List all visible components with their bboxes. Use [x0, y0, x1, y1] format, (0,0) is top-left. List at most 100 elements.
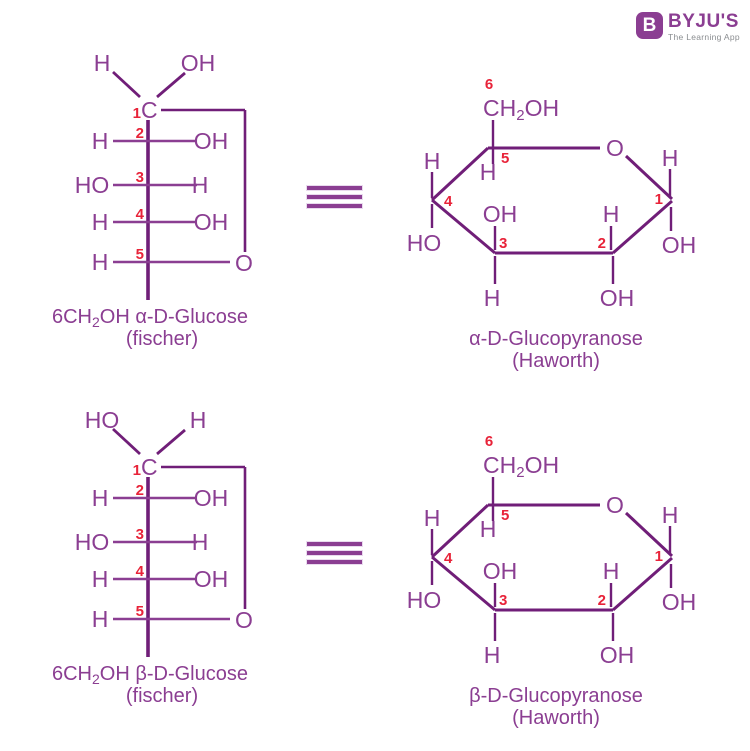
- atom-label: C: [141, 97, 158, 123]
- ring-oxygen-label: O: [235, 607, 253, 633]
- byjus-brand-name: BYJU'S: [668, 11, 739, 32]
- structure-caption: α-D-Glucopyranose: [469, 328, 643, 350]
- atom-label: H: [662, 502, 679, 528]
- structure-subcaption: (Haworth): [512, 350, 600, 372]
- caption-part: OH β-D-Glucose: [100, 663, 248, 685]
- haworth-projection-alpha: 6 CH2OH O 5 H H 4 HO OH 3 H H 2 OH H 1 O…: [407, 76, 697, 372]
- carbon-number: 1: [133, 105, 141, 122]
- atom-label: HO: [75, 172, 110, 198]
- equivalence-bar: [307, 551, 362, 555]
- atom-label: OH: [662, 232, 697, 258]
- carbon-number: 4: [136, 563, 145, 580]
- carbon-number: 5: [501, 150, 509, 167]
- ring-oxygen-label: O: [235, 250, 253, 276]
- atom-label: H: [662, 145, 679, 171]
- atom-label: OH: [483, 558, 518, 584]
- structure-subcaption: (fischer): [126, 685, 198, 707]
- equivalence-symbol: [307, 542, 362, 569]
- atom-label: HO: [407, 230, 442, 256]
- caption-part: 6CH: [52, 663, 92, 685]
- ring-edge: [612, 199, 673, 255]
- caption-part: OH α-D-Glucose: [100, 306, 248, 328]
- carbon-number: 5: [136, 603, 144, 620]
- atom-label: OH: [662, 589, 697, 615]
- atom-label: C: [141, 454, 158, 480]
- fischer-projection-alpha: H OH 1 C 2 H OH 3 HO H 4 H OH 5 H O 6CH2…: [52, 50, 253, 350]
- atom-label: H: [603, 201, 620, 227]
- carbon-number: 1: [655, 191, 663, 208]
- equivalence-bar: [307, 186, 362, 190]
- caption-subscript: 2: [92, 314, 100, 330]
- carbon-number: 2: [136, 482, 144, 499]
- atom-label: OH: [600, 642, 635, 668]
- atom-label: OH: [181, 50, 216, 76]
- group-part: OH: [525, 95, 560, 121]
- carbon-number: 4: [136, 206, 145, 223]
- byjus-logo-text: BYJU'S The Learning App: [668, 12, 740, 42]
- carbon-number: 3: [499, 235, 507, 252]
- atom-label: H: [192, 172, 209, 198]
- byjus-badge-icon: B: [636, 12, 663, 39]
- ring-edge: [430, 503, 490, 559]
- atom-label: HO: [75, 529, 110, 555]
- caption-subscript: 2: [92, 671, 100, 687]
- atom-label: H: [484, 642, 501, 668]
- atom-label: OH: [194, 128, 229, 154]
- ring-edge: [431, 198, 496, 255]
- byjus-tagline: The Learning App: [668, 32, 740, 42]
- structure-subcaption: (fischer): [126, 328, 198, 350]
- atom-label: H: [484, 285, 501, 311]
- atom-label: H: [92, 128, 109, 154]
- atom-label: H: [94, 50, 111, 76]
- group-subscript: 2: [516, 107, 524, 124]
- carbon-number: 4: [444, 193, 453, 210]
- carbon-number: 3: [136, 169, 144, 186]
- ring-edge: [431, 555, 496, 612]
- fischer-projection-beta: HO H 1 C 2 H OH 3 HO H 4 H OH 5 H O 6CH2…: [52, 407, 253, 707]
- carbon-number: 5: [136, 246, 144, 263]
- atom-label: OH: [194, 485, 229, 511]
- byjus-logo: B BYJU'S The Learning App: [636, 12, 740, 42]
- atom-label: H: [92, 485, 109, 511]
- carbon-number: 2: [598, 235, 606, 252]
- atom-label: H: [424, 505, 441, 531]
- atom-label: H: [92, 249, 109, 275]
- atom-label: HO: [85, 407, 120, 433]
- haworth-projection-beta: 6 CH2OH O 5 H H 4 HO OH 3 H H 2 OH H 1 O…: [407, 433, 697, 729]
- carbon-number: 4: [444, 550, 453, 567]
- carbon-number: 3: [499, 592, 507, 609]
- atom-label: OH: [194, 566, 229, 592]
- ring-oxygen-label: O: [606, 135, 624, 161]
- carbon-number: 6: [485, 433, 493, 450]
- carbon-number: 2: [136, 125, 144, 142]
- ch2oh-group-label: CH2OH: [483, 95, 559, 124]
- bond-line: [112, 427, 141, 456]
- ring-edge: [612, 556, 673, 612]
- carbon-number: 6: [485, 76, 493, 93]
- carbon-number: 3: [136, 526, 144, 543]
- equivalence-symbol: [307, 186, 362, 213]
- group-part: CH: [483, 95, 516, 121]
- group-subscript: 2: [516, 464, 524, 481]
- atom-label: H: [480, 159, 497, 185]
- carbon-number: 5: [501, 507, 509, 524]
- bond-line: [112, 70, 141, 99]
- caption-part: 6CH: [52, 306, 92, 328]
- structure-subcaption: (Haworth): [512, 707, 600, 729]
- ch2oh-group-label: CH2OH: [483, 452, 559, 481]
- atom-label: H: [190, 407, 207, 433]
- atom-label: H: [480, 516, 497, 542]
- equivalence-bar: [307, 195, 362, 199]
- atom-label: OH: [600, 285, 635, 311]
- equivalence-bar: [307, 560, 362, 564]
- ring-edge: [430, 146, 490, 202]
- equivalence-bar: [307, 542, 362, 546]
- atom-label: H: [424, 148, 441, 174]
- atom-label: H: [92, 566, 109, 592]
- group-part: OH: [525, 452, 560, 478]
- structure-caption: 6CH2OH β-D-Glucose: [52, 663, 248, 687]
- bond-line: [156, 71, 186, 99]
- carbon-number: 1: [655, 548, 663, 565]
- atom-label: H: [192, 529, 209, 555]
